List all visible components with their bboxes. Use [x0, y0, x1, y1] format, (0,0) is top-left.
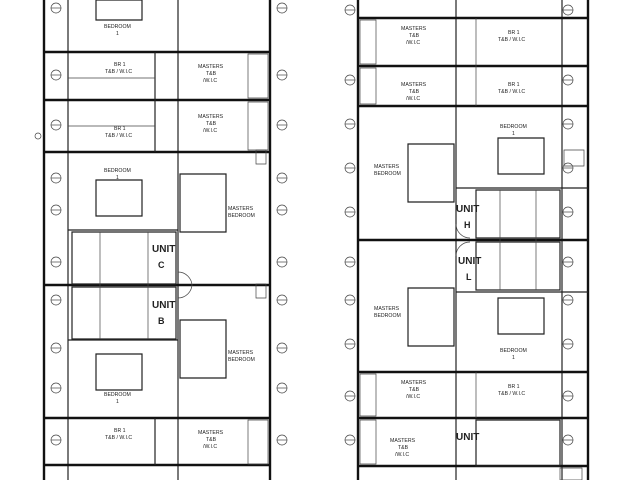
right-building [358, 0, 588, 480]
masters-wic-label: /W.I.C [203, 444, 217, 450]
masters-label: MASTERS [198, 64, 224, 70]
masters-label: MASTERS [401, 82, 427, 88]
masters-label: MASTERS [401, 380, 427, 386]
unit-letter-h: H [464, 220, 471, 230]
unit-label: UNIT [152, 244, 175, 255]
masters-label: MASTERS [374, 306, 400, 312]
masters-bedroom-label: BEDROOM [374, 313, 401, 319]
unit-label: UNIT [458, 256, 481, 267]
br1-label: BR 1 [114, 428, 126, 434]
left-window-markers [51, 3, 287, 445]
br1-label: BR 1 [114, 126, 126, 132]
tb-wic-label: T&B / W.I.C [105, 69, 132, 75]
masters-bedroom-label: BEDROOM [228, 357, 255, 363]
unit-letter-b: B [158, 316, 165, 326]
br1-label: BR 1 [508, 30, 520, 36]
masters-bedroom-label: BEDROOM [374, 171, 401, 177]
br1-label: BR 1 [114, 62, 126, 68]
masters-label: MASTERS [390, 438, 416, 444]
bedroom-label: BEDROOM [500, 124, 527, 130]
unit-label: UNIT [456, 204, 479, 215]
bedroom-number-label: 1 [512, 131, 515, 137]
bedroom-number-label: 1 [116, 175, 119, 181]
masters-tb-label: T&B [206, 121, 217, 127]
bedroom-number-label: 1 [116, 399, 119, 405]
masters-tb-label: T&B [409, 89, 420, 95]
masters-wic-label: /W.I.C [406, 40, 420, 46]
masters-label: MASTERS [198, 114, 224, 120]
tb-wic-label: T&B / W.I.C [498, 89, 525, 95]
bedroom-label: BEDROOM [104, 168, 131, 174]
right-labels: MASTERS T&B /W.I.C BR 1 T&B / W.I.C MAST… [374, 26, 527, 458]
masters-label: MASTERS [228, 350, 254, 356]
masters-wic-label: /W.I.C [406, 96, 420, 102]
left-labels: BEDROOM 1 BR 1 T&B / W.I.C MASTERS T&B /… [104, 24, 255, 450]
masters-tb-label: T&B [409, 387, 420, 393]
unit-letter-l: L [466, 272, 472, 282]
masters-label: MASTERS [198, 430, 224, 436]
masters-wic-label: /W.I.C [203, 128, 217, 134]
masters-tb-label: T&B [206, 437, 217, 443]
unit-label: UNIT [456, 432, 479, 443]
masters-wic-label: /W.I.C [406, 394, 420, 400]
masters-tb-label: T&B [398, 445, 409, 451]
masters-label: MASTERS [374, 164, 400, 170]
bedroom-label: BEDROOM [104, 24, 131, 30]
masters-wic-label: /W.I.C [203, 78, 217, 84]
masters-label: MASTERS [401, 26, 427, 32]
masters-wic-label: /W.I.C [395, 452, 409, 458]
masters-label: MASTERS [228, 206, 254, 212]
masters-tb-label: T&B [206, 71, 217, 77]
unit-label: UNIT [152, 300, 175, 311]
tb-wic-label: T&B / W.I.C [105, 133, 132, 139]
masters-tb-label: T&B [409, 33, 420, 39]
bedroom-number-label: 1 [116, 31, 119, 37]
br1-label: BR 1 [508, 82, 520, 88]
right-window-markers [345, 5, 573, 445]
tb-wic-label: T&B / W.I.C [498, 37, 525, 43]
left-building [35, 0, 270, 480]
unit-letter-c: C [158, 260, 165, 270]
bedroom-label: BEDROOM [104, 392, 131, 398]
masters-bedroom-label: BEDROOM [228, 213, 255, 219]
bedroom-label: BEDROOM [500, 348, 527, 354]
bedroom-number-label: 1 [512, 355, 515, 361]
br1-label: BR 1 [508, 384, 520, 390]
tb-wic-label: T&B / W.I.C [105, 435, 132, 441]
tb-wic-label: T&B / W.I.C [498, 391, 525, 397]
